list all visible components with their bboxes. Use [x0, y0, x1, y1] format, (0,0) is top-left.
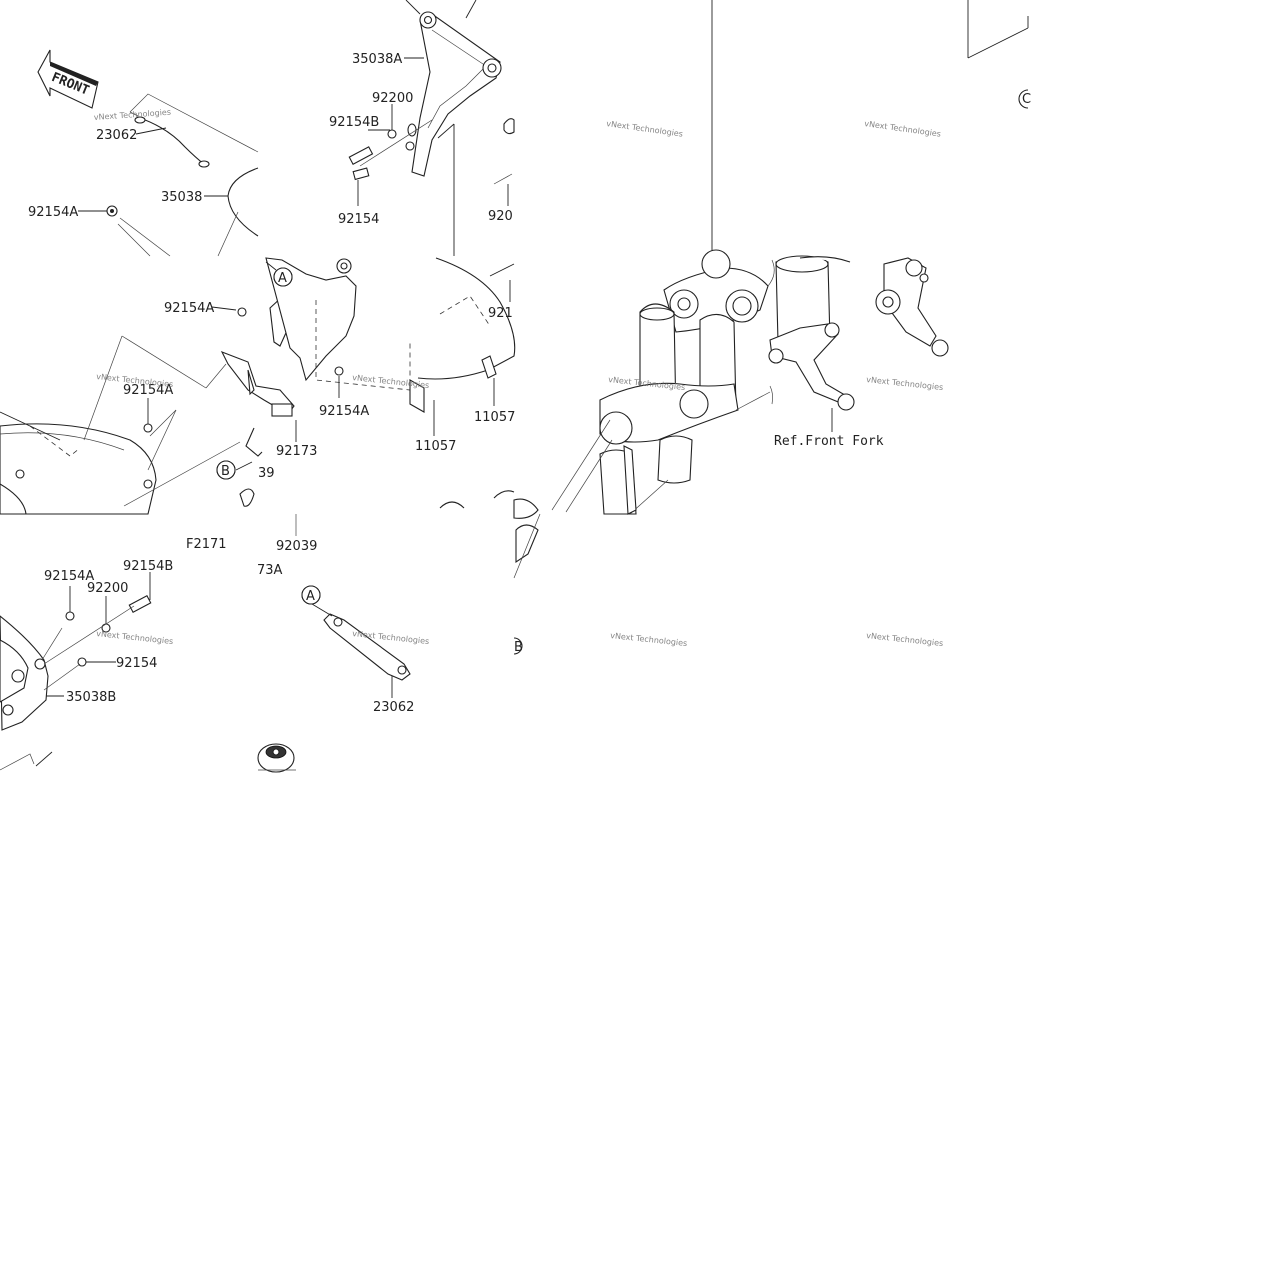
- callout-b-right: B: [514, 640, 523, 655]
- tile-bottom-left: [0, 572, 152, 771]
- label-92154A-mid: 92154A: [164, 301, 214, 316]
- label-92154B-bottom: 92154B: [123, 559, 173, 574]
- label-35038A: 35038A: [352, 52, 402, 67]
- label-92200-top: 92200: [372, 91, 413, 106]
- label-39-cut: 39: [258, 466, 275, 481]
- label-ref-front-fork: Ref.Front Fork: [774, 434, 884, 449]
- watermark: vNext Technologies: [94, 108, 172, 122]
- label-92154B-top: 92154B: [329, 115, 379, 130]
- watermark: vNext Technologies: [864, 119, 942, 139]
- tile-top-middle: [348, 0, 515, 256]
- watermark: vNext Technologies: [866, 631, 944, 648]
- label-92154-bottom: 92154: [116, 656, 157, 671]
- callout-a-top: A: [278, 271, 287, 286]
- label-92039: 92039: [276, 539, 317, 554]
- callout-c-right: C: [1022, 92, 1031, 107]
- label-92154A-left: 92154A: [28, 205, 78, 220]
- label-92154A-bottom: 92154A: [44, 569, 94, 584]
- label-92154A-bracket: 92154A: [319, 404, 369, 419]
- label-92200-bottom: 92200: [87, 581, 128, 596]
- front-arrow-icon: FRONT: [37, 49, 99, 109]
- watermark: vNext Technologies: [352, 373, 430, 390]
- tile-top-right: [967, 0, 1029, 59]
- label-35038: 35038: [161, 190, 202, 205]
- watermark: vNext Technologies: [610, 631, 688, 648]
- label-920-cut: 920: [488, 209, 513, 224]
- label-11057-right: 11057: [474, 410, 515, 425]
- tile-front-fork: [513, 0, 949, 579]
- tile-bottom-middle: [257, 585, 411, 773]
- label-11057-left: 11057: [415, 439, 456, 454]
- callout-b-left: B: [221, 464, 230, 479]
- label-23062-bottom: 23062: [373, 700, 414, 715]
- tile-fender: [0, 257, 516, 536]
- callout-a-bottom: A: [306, 589, 315, 604]
- watermark: vNext Technologies: [606, 119, 684, 139]
- label-23062-top: 23062: [96, 128, 137, 143]
- label-92154A-fender: 92154A: [123, 383, 173, 398]
- label-92154-top: 92154: [338, 212, 379, 227]
- watermark: vNext Technologies: [96, 629, 174, 646]
- figure-code: F2171: [186, 537, 227, 552]
- watermark: vNext Technologies: [866, 375, 944, 392]
- tile-top-left: [78, 93, 259, 257]
- label-73A-cut: 73A: [257, 563, 283, 578]
- label-35038B: 35038B: [66, 690, 116, 705]
- label-92173: 92173: [276, 444, 317, 459]
- label-921-cut: 921: [488, 306, 513, 321]
